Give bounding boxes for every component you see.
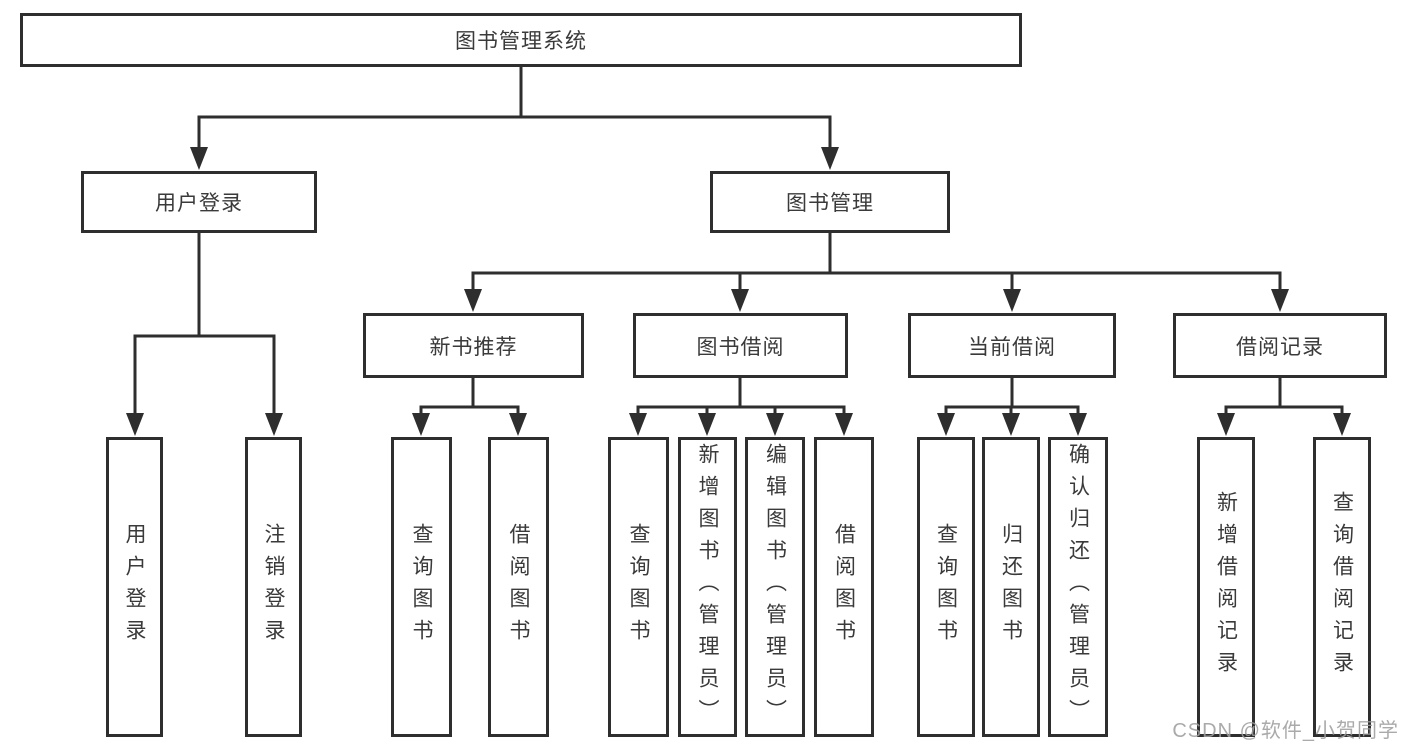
- node-label: 查询图书: [934, 523, 958, 651]
- leaf-borrow-books-borrowing: 借阅图书: [814, 437, 874, 737]
- leaf-confirm-return-admin: 确认归还（管理员）: [1048, 437, 1108, 737]
- node-label: 查询图书: [627, 523, 650, 651]
- node-label: 新增图书（管理员）: [696, 443, 719, 731]
- node-label: 用户登录: [155, 192, 243, 215]
- leaf-query-borrowing-record: 查询借阅记录: [1313, 437, 1371, 737]
- node-label: 编辑图书（管理员）: [763, 443, 787, 731]
- leaf-edit-books-admin: 编辑图书（管理员）: [745, 437, 805, 737]
- node-label: 借阅图书: [507, 523, 530, 651]
- node-label: 图书借阅: [696, 335, 785, 359]
- leaf-add-books-admin: 新增图书（管理员）: [678, 437, 737, 737]
- node-label: 当前借阅: [968, 335, 1056, 359]
- leaf-borrow-books-recommendation: 借阅图书: [488, 437, 549, 737]
- leaf-logout: 注销登录: [245, 437, 302, 737]
- node-label: 新增借阅记录: [1214, 491, 1238, 683]
- node-label: 归还图书: [999, 523, 1023, 651]
- node-label: 用户登录: [123, 523, 146, 651]
- node-label: 借阅记录: [1236, 335, 1324, 359]
- watermark-text: CSDN @软件_小贺同学: [1172, 720, 1399, 742]
- node-current-borrowing: 当前借阅: [908, 313, 1116, 378]
- node-label: 确认归还（管理员）: [1066, 443, 1090, 731]
- node-user-login: 用户登录: [81, 171, 317, 233]
- node-borrowing-records: 借阅记录: [1173, 313, 1387, 378]
- leaf-return-books: 归还图书: [982, 437, 1040, 737]
- leaf-user-login: 用户登录: [106, 437, 163, 737]
- leaf-query-books-borrowing: 查询图书: [608, 437, 669, 737]
- node-label: 新书推荐: [429, 335, 518, 359]
- node-label: 图书管理: [786, 192, 874, 215]
- node-label: 借阅图书: [832, 523, 856, 651]
- node-book-management-system: 图书管理系统: [20, 13, 1022, 67]
- node-label: 查询图书: [410, 523, 433, 651]
- leaf-query-books-recommendation: 查询图书: [391, 437, 452, 737]
- node-book-management: 图书管理: [710, 171, 950, 233]
- node-label: 查询借阅记录: [1330, 491, 1354, 683]
- leaf-add-borrowing-record: 新增借阅记录: [1197, 437, 1255, 737]
- node-new-book-recommendation: 新书推荐: [363, 313, 584, 378]
- node-label: 图书管理系统: [455, 30, 587, 53]
- node-book-borrowing: 图书借阅: [633, 313, 848, 378]
- leaf-query-books-current: 查询图书: [917, 437, 975, 737]
- node-label: 注销登录: [262, 523, 285, 651]
